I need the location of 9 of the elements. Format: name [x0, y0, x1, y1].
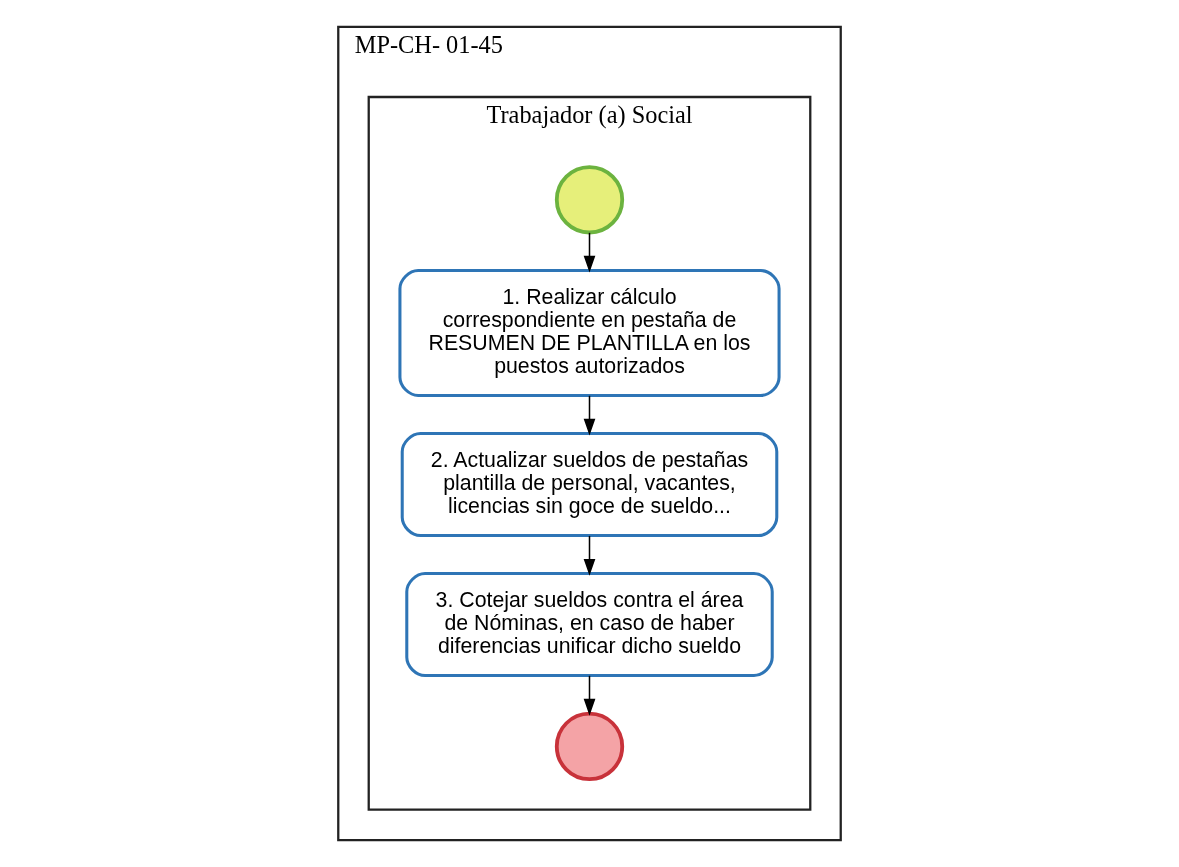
node-circle [554, 165, 625, 235]
node-box: 1. Realizar cálculo correspondiente en pestaña de RESUMEN DE PLANTILLA en los puestos autorizados [398, 269, 781, 397]
arrow [583, 395, 596, 436]
node-circle [554, 711, 625, 782]
node-box: 2. Actualizar sueldos de pestañas plantilla de personal, vacantes, licencias sin goce de sueldo... [400, 431, 779, 538]
arrow [583, 232, 596, 273]
node-box: 3. Cotejar sueldos contra el área de Nóminas, en caso de haber diferencias unificar dicho sueldo [405, 572, 774, 678]
arrow [583, 535, 596, 576]
arrow [583, 675, 596, 716]
